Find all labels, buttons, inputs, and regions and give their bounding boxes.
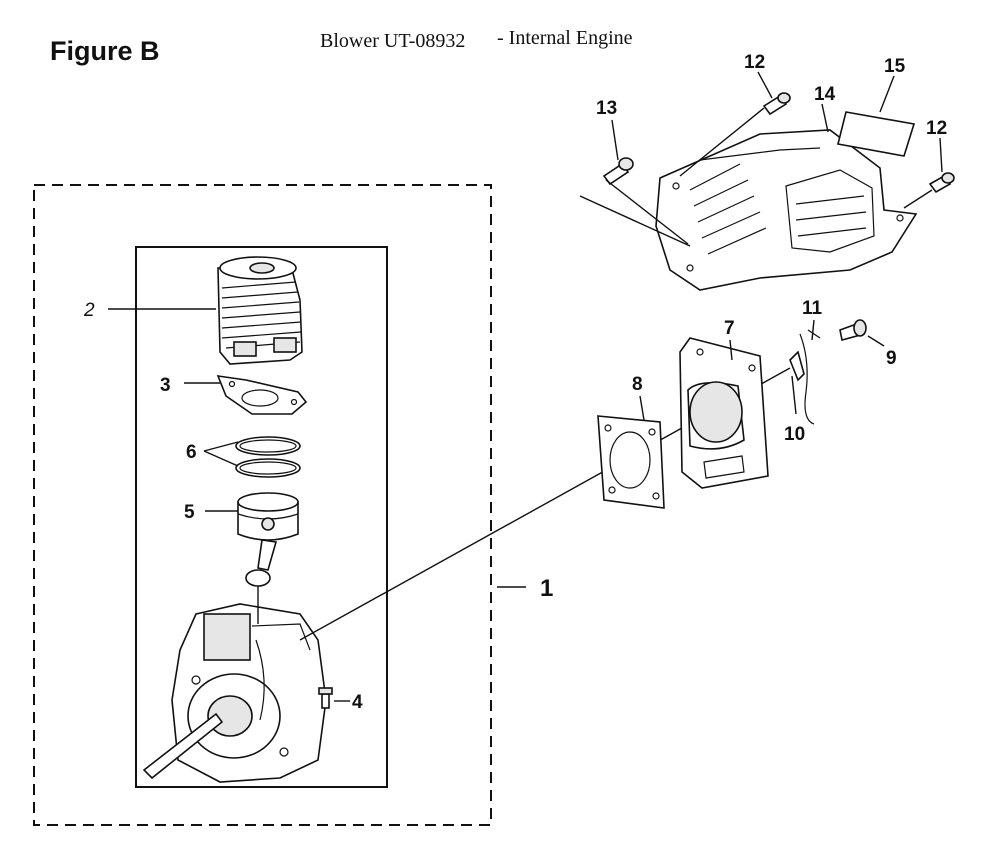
leader-line-9 — [867, 335, 885, 347]
leader-line-12b — [939, 137, 943, 173]
part-7-muffler — [679, 337, 769, 489]
part-14-cylinder-cover — [655, 129, 918, 291]
part-10-clip — [789, 350, 805, 382]
leader-line-8 — [639, 395, 645, 421]
figure-label: Figure B — [50, 36, 160, 66]
leader-line-13 — [611, 119, 619, 161]
part-6-piston-rings — [235, 436, 301, 478]
callout-2: 2 — [83, 300, 95, 321]
part-2-cylinder — [217, 256, 303, 365]
callout-12-right: 12 — [926, 118, 947, 139]
callout-14: 14 — [814, 84, 836, 105]
leader-line-11 — [811, 319, 815, 341]
callout-8: 8 — [632, 374, 643, 395]
callout-12-top: 12 — [744, 52, 765, 73]
callout-3: 3 — [160, 375, 171, 396]
callout-10: 10 — [784, 424, 805, 445]
callout-1: 1 — [540, 575, 553, 602]
callout-13: 13 — [596, 98, 617, 119]
leader-line-6a — [203, 441, 239, 452]
assembly-boundary-dashed — [33, 184, 492, 826]
diagram-title-subtitle: - Internal Engine — [497, 27, 633, 49]
callout-4: 4 — [352, 692, 363, 713]
part-13-screw — [602, 157, 634, 186]
leader-screw-12-right — [903, 189, 933, 209]
leader-line-7 — [729, 339, 733, 361]
part-8-muffler-gasket — [597, 415, 665, 509]
leader-line-15 — [879, 75, 895, 113]
part-11-wire — [799, 329, 821, 425]
part-12-screw-top — [762, 92, 791, 116]
part-9-screw — [839, 319, 867, 341]
callout-11: 11 — [802, 298, 823, 319]
callout-7: 7 — [724, 318, 735, 339]
leader-line-6b — [203, 450, 239, 467]
callout-15: 15 — [884, 56, 906, 77]
callout-9: 9 — [886, 348, 897, 369]
part-12-screw-right — [928, 172, 955, 194]
leader-screw-12-top — [679, 107, 765, 177]
part-15-label — [837, 111, 916, 157]
callout-5: 5 — [184, 502, 195, 523]
part-4-screw — [318, 687, 333, 709]
part-5-piston — [237, 492, 299, 587]
diagram-title-model: Blower UT-08932 — [320, 30, 465, 52]
callout-6: 6 — [186, 442, 197, 463]
inner-assembly-box — [135, 246, 388, 788]
leader-line-10 — [791, 375, 797, 415]
leader-screw-13-b — [579, 195, 691, 247]
part-3-gasket — [216, 375, 308, 415]
leader-line-12a — [757, 71, 773, 99]
leader-line-14 — [821, 103, 829, 133]
leader-screw-13 — [605, 179, 689, 245]
crankcase — [142, 603, 327, 783]
